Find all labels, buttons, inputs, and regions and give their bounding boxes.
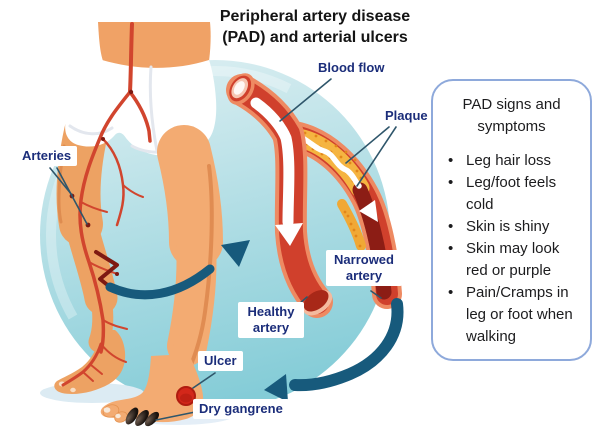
label-plaque: Plaque bbox=[379, 106, 434, 126]
back-toenail bbox=[70, 387, 76, 393]
label-healthy-artery: Healthy artery bbox=[238, 302, 304, 338]
symptom-item: Skin may look red or purple bbox=[441, 238, 582, 282]
ulcer-pointer bbox=[192, 372, 216, 389]
panel-title: PAD signs and symptoms bbox=[462, 96, 561, 135]
page-title: Peripheral artery disease (PAD) and arte… bbox=[155, 6, 475, 48]
symptom-text: Pain/Cramps in leg or foot when walking bbox=[466, 284, 573, 345]
blood-flow-pointer bbox=[279, 78, 332, 122]
plaque-pointer bbox=[356, 126, 397, 187]
artery-cut-opening bbox=[227, 73, 255, 105]
symptom-text: Leg/foot feels cold bbox=[466, 174, 557, 213]
healthy-artery-opening bbox=[303, 290, 333, 316]
symptom-item: Pain/Cramps in leg or foot when walking bbox=[441, 282, 582, 348]
symptom-text: Leg hair loss bbox=[466, 152, 552, 169]
label-narrowed-artery: Narrowed artery bbox=[326, 250, 402, 286]
symptom-item: Leg hair loss bbox=[441, 150, 582, 172]
page-title-line2: (PAD) and arterial ulcers bbox=[222, 29, 408, 46]
leg-to-artery-arrow bbox=[105, 240, 250, 300]
front-foot bbox=[100, 354, 204, 423]
plaque-pointer bbox=[345, 126, 390, 164]
label-arteries: Arteries bbox=[16, 146, 78, 166]
narrowed-artery-pointer bbox=[370, 290, 382, 299]
label-blood-flow: Blood flow bbox=[312, 58, 391, 78]
front-toes bbox=[102, 404, 128, 423]
label-dry-gangrene: Dry gangrene bbox=[193, 399, 289, 419]
label-ulcer: Ulcer bbox=[198, 351, 243, 371]
torso-skin bbox=[98, 22, 211, 69]
ulcer-spot bbox=[176, 386, 196, 406]
plaque-deposit-lower bbox=[337, 199, 366, 251]
symptom-text: Skin is shiny bbox=[466, 218, 550, 235]
blood-flow-arrow bbox=[250, 97, 303, 246]
symptom-item: Leg/foot feels cold bbox=[441, 172, 582, 216]
front-leg-shade bbox=[186, 164, 214, 374]
symptom-text: Skin may look red or purple bbox=[466, 240, 560, 279]
restricted-flow-arrow bbox=[290, 130, 378, 222]
symptom-item: Skin is shiny bbox=[441, 216, 582, 238]
symptoms-panel: PAD signs and symptoms Leg hair loss Leg… bbox=[431, 79, 592, 361]
pointer-lines bbox=[49, 78, 397, 421]
symptom-list: Leg hair loss Leg/foot feels cold Skin i… bbox=[441, 150, 582, 348]
gangrene-toes bbox=[125, 407, 160, 427]
page-title-line1: Peripheral artery disease bbox=[219, 8, 411, 25]
artery-tree bbox=[61, 22, 152, 387]
dry-gangrene-pointer bbox=[155, 410, 201, 421]
artery-to-foot-arrow bbox=[264, 298, 404, 402]
arteries-pointer bbox=[56, 167, 88, 225]
